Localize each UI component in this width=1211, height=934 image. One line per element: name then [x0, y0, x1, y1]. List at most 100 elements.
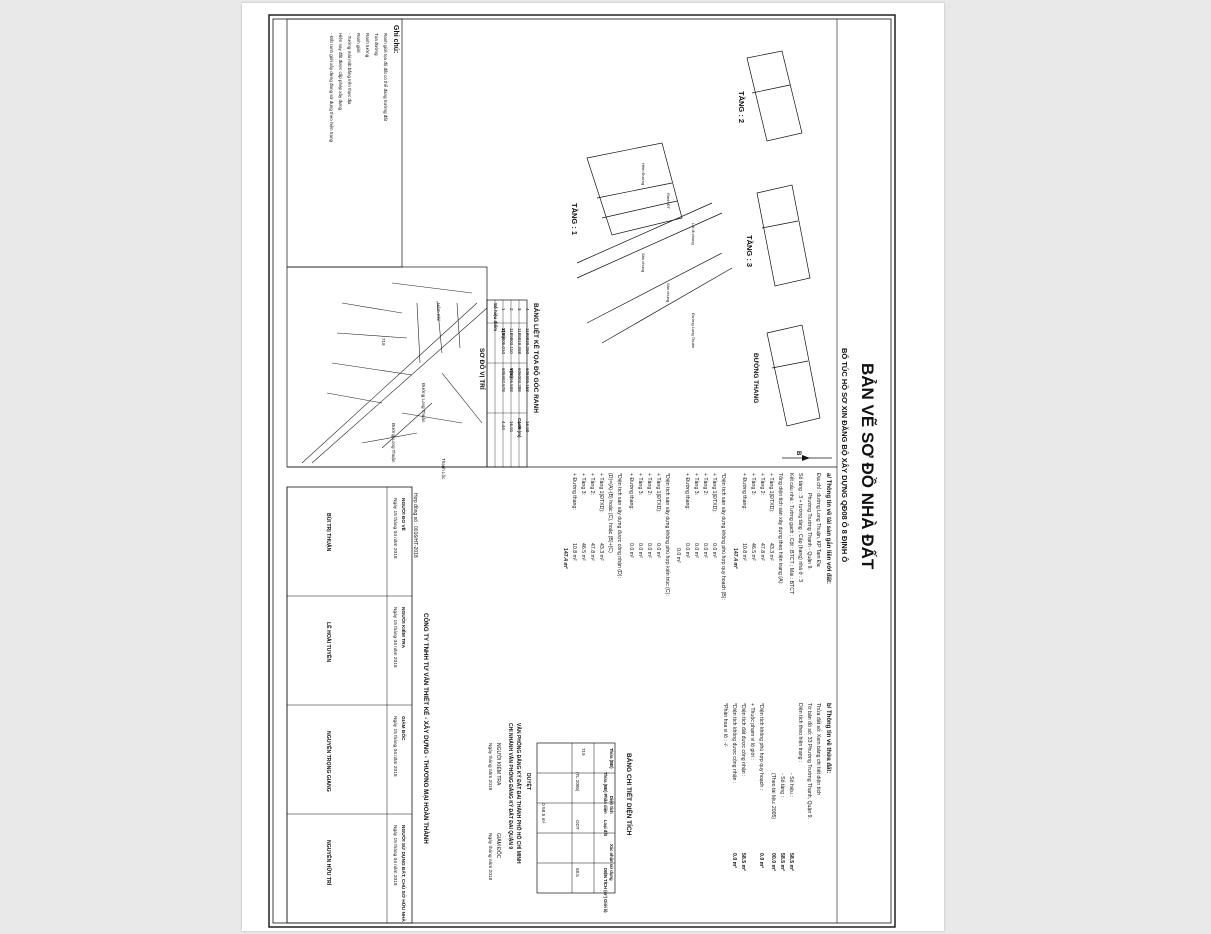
page-subtitle: BỔ TÚC HỒ SƠ XIN ĐĂNG BỘ XÂY DỰNG QĐ08 Ô…: [840, 348, 850, 562]
floor-area-value: 43.3 m²: [768, 543, 774, 561]
floor3-plan: [756, 184, 811, 287]
floor1-plan: [576, 142, 733, 344]
notes-line: Ranh giới: [356, 33, 361, 52]
recognize-area-value: 43.3 m²: [598, 543, 604, 561]
coord-table-cell: 2: [509, 308, 514, 311]
map-sheet: Tờ bản đồ số: 33 Phường Trường Thạnh, Qu…: [806, 703, 812, 819]
company-date: Ngày 15 tháng 04 năm 2018: [392, 498, 398, 559]
coord-table-cell: 605996.598: [509, 368, 514, 392]
structure: Kết cấu nhà : Tường gạch ; Cột : BTCT ; …: [788, 473, 794, 595]
recognize-area-row: + Tầng 2:: [589, 473, 595, 495]
floor-tag: Sân chung: [641, 253, 646, 272]
recognize-area-value: 46.5 m²: [580, 543, 586, 561]
north-arrow: [782, 455, 832, 461]
notes-line: Tọa đường: [374, 33, 379, 56]
permit-area-value: 0.0 m²: [655, 543, 661, 558]
outer-border: [268, 14, 896, 928]
total-b: 0.0 m²: [675, 548, 681, 563]
plan-area-row: + Đường thang:: [684, 473, 690, 510]
permit-area-row: + Đường thang:: [628, 473, 634, 510]
recognize-area-row: + Đường thang:: [571, 473, 577, 510]
site-label: Thạnh Lộc: [441, 458, 446, 480]
floor-area-value: 46.5 m²: [750, 543, 756, 561]
total-a: 147.4 m²: [732, 548, 738, 569]
coord-table-cell: 4.44: [501, 421, 506, 430]
coord-table-cell: 1189820.290: [525, 328, 530, 354]
permit-area-row: + Tầng 1(ĐTXD):: [655, 473, 661, 513]
inner-border: [272, 18, 892, 924]
floor-area-value: 47.8 m²: [759, 543, 765, 561]
floor-tag: Lối đi chung: [691, 223, 696, 245]
coord-table-cell: 16.91: [509, 421, 514, 433]
area-value: 58.5 m²: [788, 853, 794, 871]
area-row: (Theo tài liệu: 2005): [770, 773, 776, 819]
site-plan-title: SƠ ĐỒ VỊ TRÍ: [478, 348, 488, 390]
plan-area-value: 0.0 m²: [693, 543, 699, 558]
floor2-label: TẦNG : 2: [737, 91, 747, 123]
notes-line: - Tường mái mặt bằng trên thực địa: [347, 33, 353, 105]
office2: CHI NHÁNH VĂN PHÒNG ĐĂNG KÝ ĐẤT ĐAI QUẬN…: [507, 723, 515, 849]
company-name: CÔNG TY TNHH TƯ VẤN THIẾT KẾ - XÂY DỰNG …: [422, 613, 430, 844]
floor-area-row: + Đường thang:: [741, 473, 747, 510]
coord-table-header: Y(m): [509, 368, 514, 379]
area-row: - Số tầng :: [779, 773, 785, 797]
area-table-header: Xác nhận sử dụng: [609, 844, 614, 881]
parcel: Thửa đất số: Xem bảng chi tiết diện tích: [815, 703, 822, 795]
area-value: 00.0 m²: [770, 853, 776, 871]
floor-area-value: 10.8 m²: [741, 543, 747, 561]
floor-tag: Ranh ĐT: [666, 193, 671, 210]
recognize-note: (D)=(A)-(B) hoặc (C), hoặc (B)+(C): [607, 473, 613, 553]
permit-area-value: 0.0 m²: [646, 543, 652, 558]
floor3-label: TẦNG : 3: [745, 235, 755, 267]
area-table-box: [536, 742, 616, 894]
floor2-plan: [746, 50, 803, 142]
area-table-total: 0 58.5 m²: [540, 803, 546, 824]
approval-director: GIÁM ĐỐC: [495, 833, 502, 859]
plan-heading: *Diện tích sàn xây dựng không phù hợp qu…: [720, 473, 726, 600]
coord-table-cell: 4.40: [517, 421, 522, 430]
plan-line-value: 0.0 m²: [731, 853, 737, 868]
coord-table-cell: 605992.578: [501, 368, 506, 392]
plan-line: *Phần hoa vi lô : -/-: [722, 703, 728, 747]
notes-title: Ghi chú:: [392, 25, 399, 53]
coord-table-cell: 3: [517, 308, 522, 311]
coord-table-cell: 1189818.398: [517, 328, 522, 354]
area-table-header: DIỆN TÍCH (m²) Giới lộ: [603, 868, 608, 913]
floor-area-row: + Tầng 3:: [750, 473, 756, 495]
plan-area-value: 0.0 m²: [711, 543, 717, 558]
company-signer: BÙI TRỊ THUẬN: [325, 513, 332, 552]
area-row: - Số hiệu :: [788, 773, 794, 797]
office1: VĂN PHÒNG ĐĂNG KÝ ĐẤT ĐAI THÀNH PHỐ HỒ C…: [515, 723, 523, 864]
floor-tag: Đường Long Thuận: [691, 313, 696, 348]
recognize-area-row: + Tầng 3:: [580, 473, 586, 495]
permit-area-value: 0.0 m²: [628, 543, 634, 558]
plan-area-value: 0.0 m²: [684, 543, 690, 558]
coord-table-box: [486, 299, 528, 468]
area-table-header: Thửa (BĐ): [609, 748, 614, 769]
plan-area-value: 0.0 m²: [702, 543, 708, 558]
company-role: NGƯỜI KIỂM TRA: [400, 607, 408, 649]
coord-table-header: Số hiệu điểm: [493, 303, 499, 331]
north-label: B: [795, 451, 801, 456]
company-date: Ngày 15 tháng 04 năm 2018: [392, 825, 398, 886]
approval-date-right: Ngày tháng năm 2018: [487, 833, 493, 881]
approval-date-left: Ngày tháng năm 2018: [487, 743, 493, 791]
recognize-area-value: 10.8 m²: [571, 543, 577, 561]
company-date: Ngày 15 tháng 04 năm 2018: [392, 716, 398, 777]
company-date: Ngày 15 tháng 04 năm 2018: [392, 607, 398, 668]
plan-line: *Diện tích không phù hợp quy hoạch :: [758, 703, 764, 790]
notes-line: - Đất ranh giới xây dựng đang sử dụng th…: [329, 33, 335, 143]
section-b-heading: b/ Thông tin về thửa đất:: [825, 703, 832, 773]
plan-area-row: + Tầng 1(ĐTXD):: [711, 473, 717, 513]
area-table-cell: 719: [581, 748, 586, 756]
notes-line: Ranh giới tọa độ đất có thể đang trường …: [383, 33, 389, 122]
plan-line: *Diện tích không được công nhận :: [731, 703, 737, 783]
area-label: Diện tích theo hiện trạng :: [797, 703, 803, 762]
company-role: NGƯỜI SỬ DỤNG ĐẤT, CHỦ SỞ HỮU NHÀ: [400, 825, 408, 922]
plan-area-row: + Tầng 2:: [702, 473, 708, 495]
coord-table-cell: 1189805.010: [501, 328, 506, 354]
company-role: GIÁM ĐỐC: [400, 716, 407, 741]
notes-line: Hiện nay đất được cấp phép xây dựng: [338, 33, 343, 111]
site-label: Đường Long Thuận: [391, 423, 396, 463]
floor-area-row: + Tầng 1(ĐTXD):: [768, 473, 774, 513]
